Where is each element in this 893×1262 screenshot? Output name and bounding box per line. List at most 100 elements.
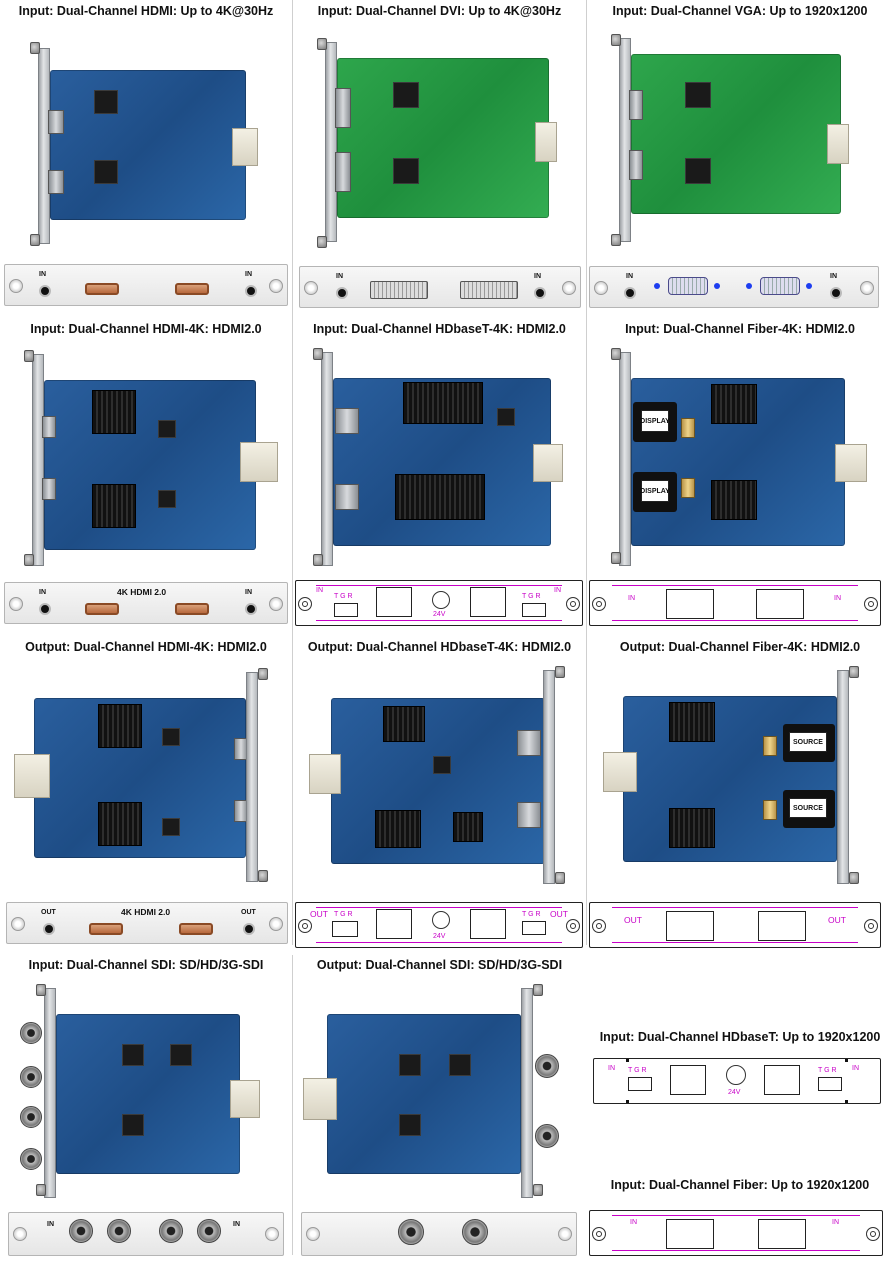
fiber-port — [666, 589, 714, 619]
tgr-label: T G R — [818, 1067, 837, 1074]
card-title: Output: Dual-Channel SDI: SD/HD/3G-SDI — [316, 958, 563, 972]
chip — [393, 158, 419, 184]
front-panel-drawing: OUT OUT — [589, 902, 881, 948]
audio-jack — [39, 285, 51, 297]
front-panel: 4K HDMI 2.0 IN IN — [4, 582, 288, 624]
front-panel: IN IN — [299, 266, 581, 308]
in-label: IN — [316, 587, 323, 594]
edge-connector — [14, 754, 50, 798]
in-label: IN — [39, 589, 46, 596]
led-box — [522, 921, 546, 935]
hdmi-connector — [48, 110, 64, 134]
fiber-port — [758, 1219, 806, 1249]
metal-bracket — [521, 988, 533, 1198]
metal-bracket — [837, 670, 849, 884]
metal-bracket — [543, 670, 555, 884]
dvi-connector — [335, 152, 351, 192]
indicator-dot — [806, 283, 812, 289]
metal-bracket — [32, 354, 44, 566]
heatsink — [395, 474, 485, 520]
panel-screw — [562, 281, 576, 295]
metal-bracket — [321, 352, 333, 566]
in-label: IN — [245, 271, 252, 278]
audio-jack — [534, 287, 546, 299]
indicator-dot — [714, 283, 720, 289]
bracket-screw — [30, 234, 40, 246]
metal-bracket — [246, 672, 258, 882]
indicator-dot — [654, 283, 660, 289]
dvi-port — [460, 281, 518, 299]
card-title: Output: Dual-Channel HDMI-4K: HDMI2.0 — [25, 640, 267, 654]
pcb — [337, 58, 549, 218]
bnc-port — [69, 1219, 93, 1243]
rj45-port — [376, 909, 412, 939]
bracket-screw — [533, 1184, 543, 1196]
in-label: IN — [534, 273, 541, 280]
led-box — [334, 603, 358, 617]
bracket-screw — [849, 872, 859, 884]
display-label: DISPLAY — [640, 410, 670, 432]
hdmi-port — [89, 923, 123, 935]
in-label: IN — [245, 589, 252, 596]
display-label: DISPLAY — [640, 480, 670, 502]
edge-connector — [533, 444, 563, 482]
bracket-screw — [36, 984, 46, 996]
tgr-label: T G R — [522, 593, 541, 600]
audio-jack — [336, 287, 348, 299]
fiber-port — [666, 911, 714, 941]
bracket-screw — [611, 552, 621, 564]
hdmi20-label: 4K HDMI 2.0 — [117, 587, 167, 597]
board-photo — [8, 350, 284, 572]
card-title: Input: Dual-Channel Fiber: Up to 1920x12… — [610, 1178, 870, 1192]
guide-line — [612, 907, 858, 908]
heatsink — [669, 808, 715, 848]
edge-connector — [309, 754, 341, 794]
panel-screw — [298, 919, 312, 933]
card-hdmi4k-output: Output: Dual-Channel HDMI-4K: HDMI2.0 4K… — [0, 636, 292, 951]
rj45-port — [764, 1065, 800, 1095]
heatsink — [383, 706, 425, 742]
corner-mark — [626, 1100, 629, 1103]
front-panel-drawing: IN T G R 24V T G R IN — [593, 1058, 881, 1104]
out-label: OUT — [828, 915, 846, 925]
hdmi-connector — [42, 416, 56, 438]
divider-col1-top — [292, 0, 293, 945]
led-box — [628, 1077, 652, 1091]
tgr-label: T G R — [628, 1067, 647, 1074]
in-label: IN — [39, 271, 46, 278]
heatsink — [98, 704, 142, 748]
bracket-screw — [555, 872, 565, 884]
chip — [393, 82, 419, 108]
edge-connector — [827, 124, 849, 164]
card-title: Output: Dual-Channel Fiber-4K: HDMI2.0 — [619, 640, 861, 654]
pcb — [50, 70, 246, 220]
vga-port — [760, 277, 800, 295]
divider-col2-top — [586, 0, 587, 945]
corner-mark — [845, 1059, 848, 1062]
tgr-label: T G R — [522, 911, 541, 918]
chip — [399, 1054, 421, 1076]
card-hdbaset-input: Input: Dual-Channel HDbaseT: Up to 1920x… — [587, 1024, 893, 1114]
indicator-dot — [746, 283, 752, 289]
bnc-port — [159, 1219, 183, 1243]
card-hdbaset4k-input: Input: Dual-Channel HDbaseT-4K: HDMI2.0 … — [293, 318, 586, 633]
bnc-connector — [20, 1066, 42, 1088]
panel-screw — [860, 281, 874, 295]
bracket-screw — [317, 236, 327, 248]
edge-connector — [303, 1078, 337, 1120]
heatsink — [98, 802, 142, 846]
card-hdmi-input: Input: Dual-Channel HDMI: Up to 4K@30Hz … — [0, 0, 292, 315]
front-panel: 4K HDMI 2.0 OUT OUT — [6, 902, 288, 944]
panel-screw — [592, 597, 606, 611]
chip — [94, 90, 118, 114]
source-label: SOURCE — [789, 732, 827, 752]
hdmi-connector — [681, 478, 695, 498]
in-label: IN — [336, 273, 343, 280]
pcb — [44, 380, 256, 550]
fiber-port — [666, 1219, 714, 1249]
heatsink — [92, 484, 136, 528]
bracket-screw — [258, 870, 268, 882]
rj45-port — [470, 909, 506, 939]
pcb — [56, 1014, 240, 1174]
in-label: IN — [852, 1065, 859, 1072]
